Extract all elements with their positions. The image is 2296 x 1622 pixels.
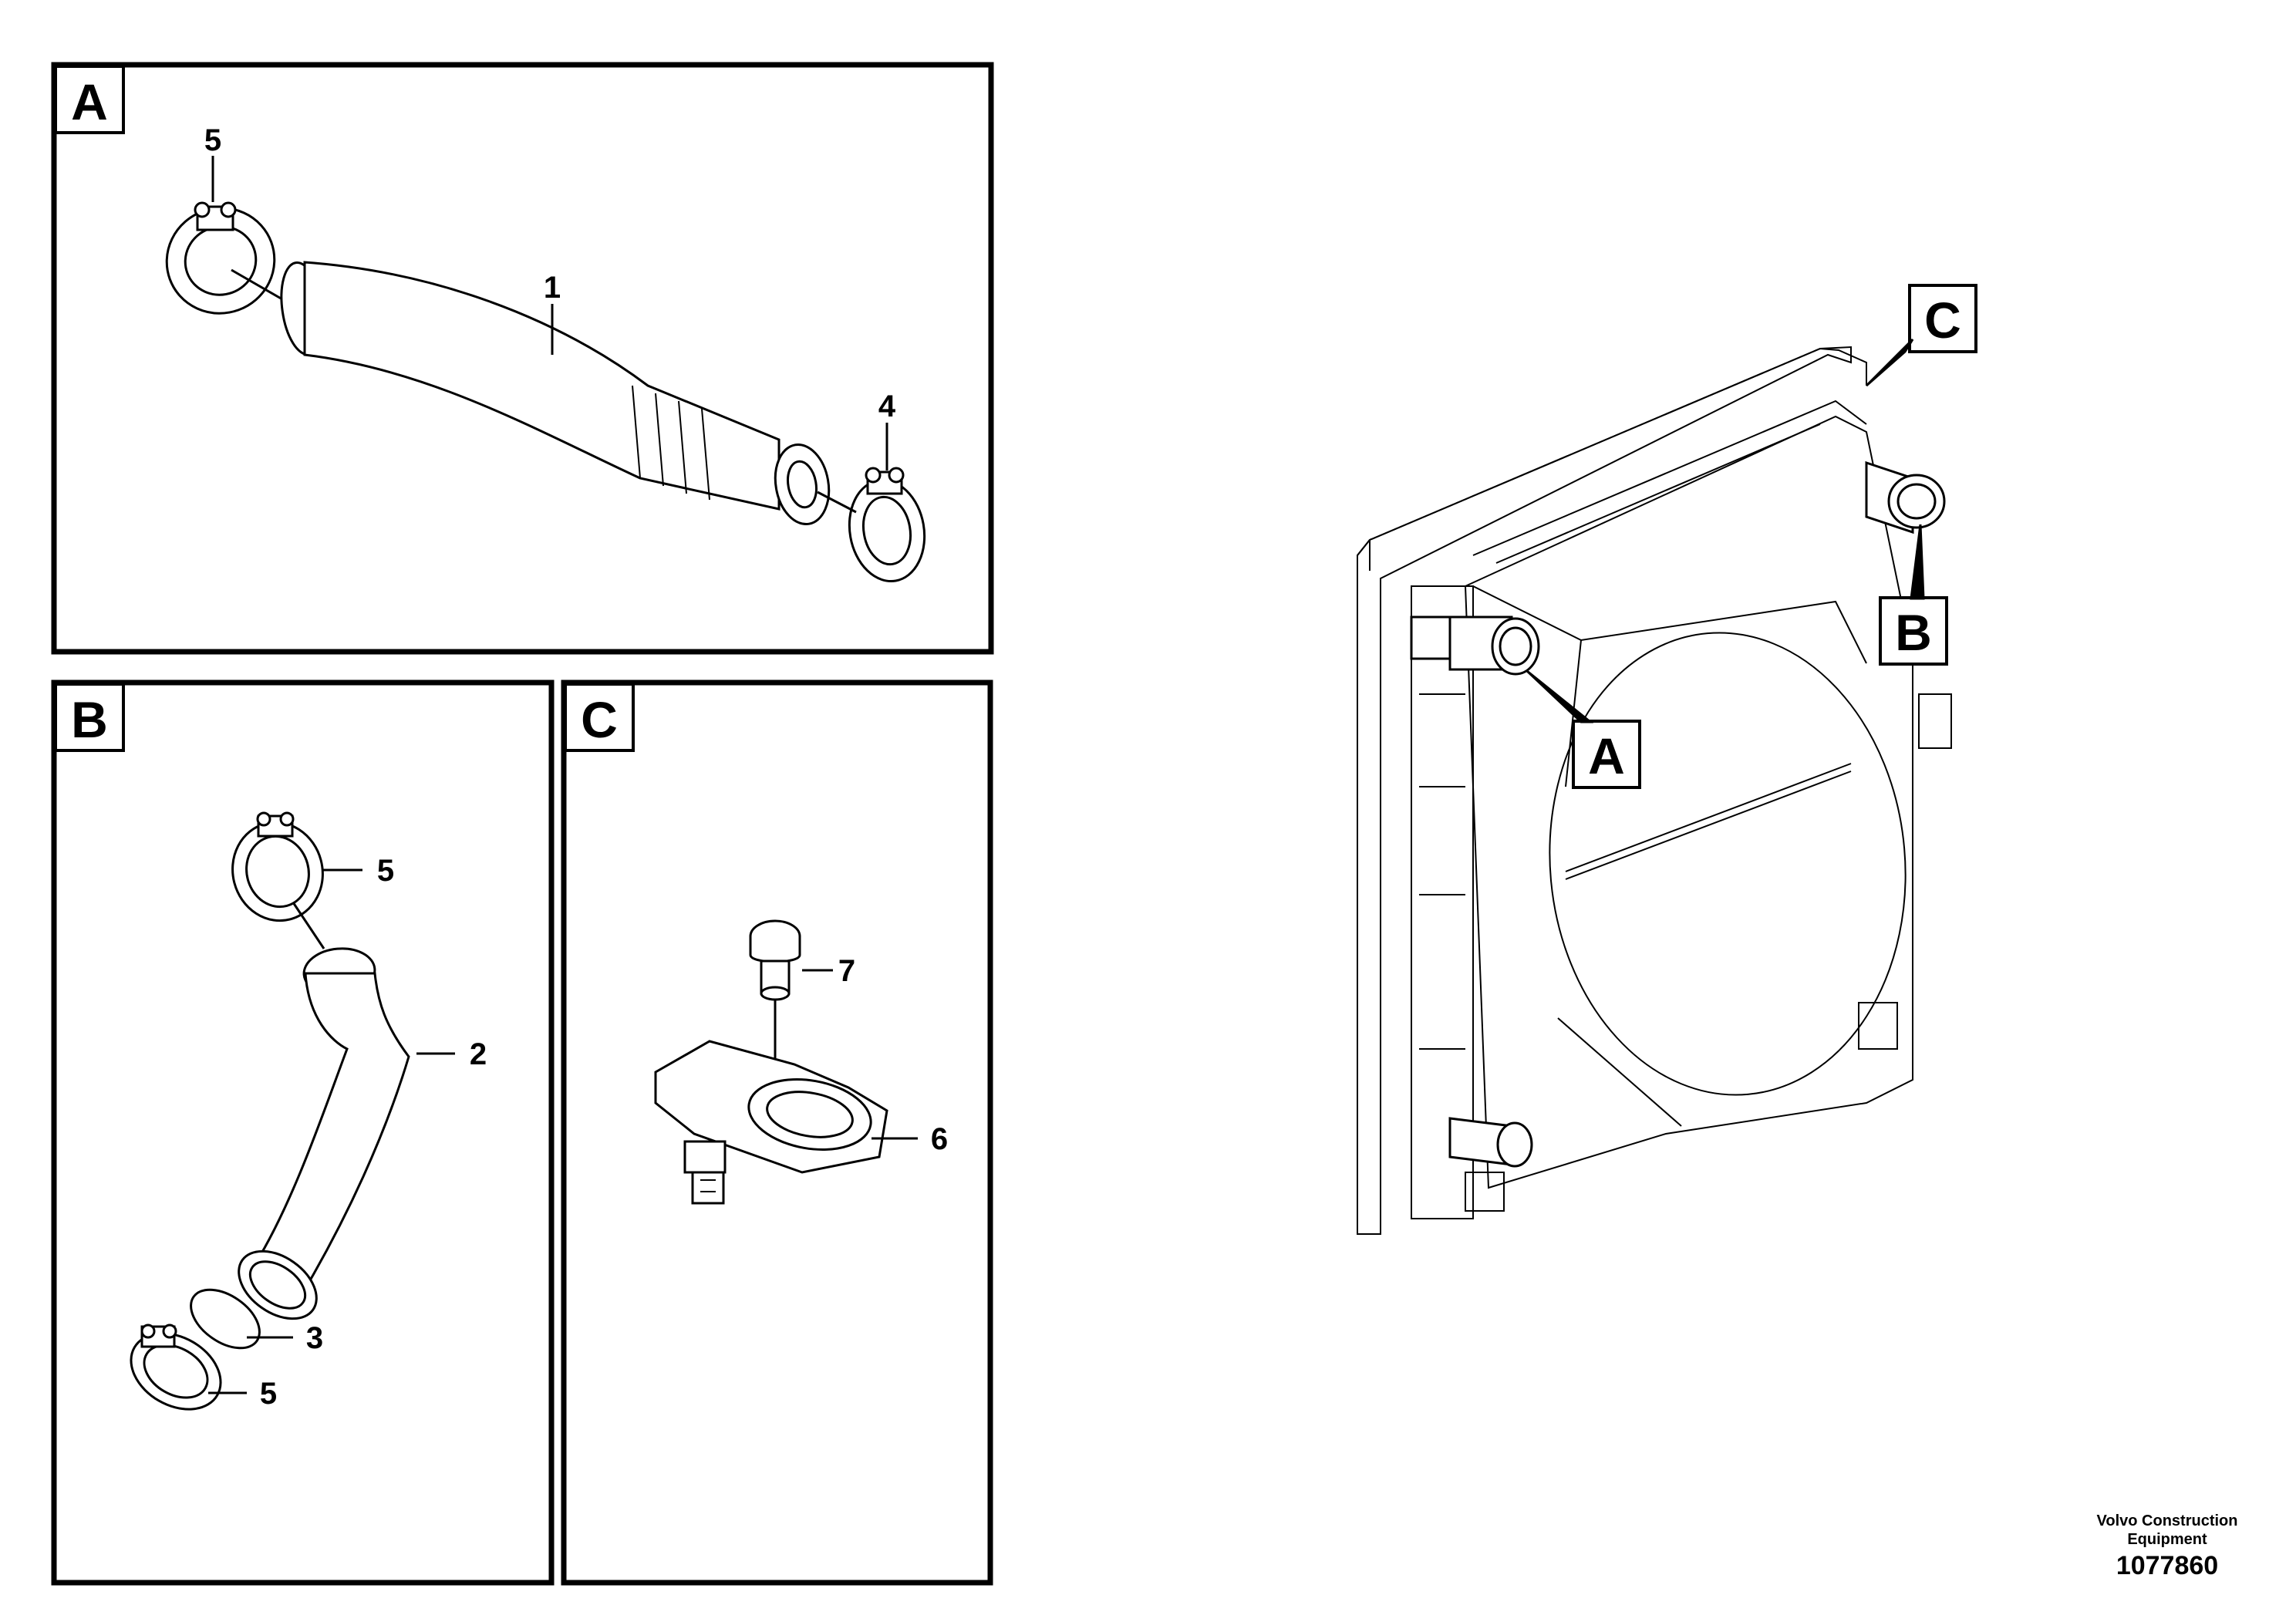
clamp-leader-a2 [817,491,857,514]
overview-marker-c-arrow [1865,338,1914,387]
screw-7 [749,919,801,1001]
overview-bracket-right [1918,693,1952,749]
panel-a-letter: A [71,73,108,130]
overview-fan-bar [1565,763,1852,880]
overview-marker-a-arrow [1526,669,1594,723]
footer-block: Volvo Construction Equipment 1077860 [2067,1512,2267,1583]
o-ring-3 [190,1288,261,1350]
clamp-5-upper-b [231,811,324,922]
company-name-line2: Equipment [2127,1531,2207,1548]
overview-shroud [1464,415,1913,1189]
callout-2: 2 [470,1037,487,1071]
overview-marker-a-box [1572,720,1641,789]
callout-5-b-lower: 5 [260,1377,277,1411]
panel-c-corner-box [564,683,635,752]
pipe-2 [238,947,410,1320]
callout-1: 1 [544,271,561,305]
overview-marker-c-box [1908,284,1977,353]
clamp-5-upper-a [165,201,276,315]
overview-marker-c: C [1924,292,1961,349]
clamp-4 [848,467,926,583]
panel-b: B 5 2 3 [51,679,555,1586]
overview-port-a [1410,615,1540,676]
overview-bracket-bottom [1465,1172,1505,1212]
cooler-overview: C B A [1357,284,1977,1235]
overview-port-b [1865,460,1946,534]
panel-a: A 5 1 4 [51,62,994,655]
overview-bracket-lower [1858,1002,1898,1050]
overview-fan-ring [1549,632,1907,1096]
callout-5-a: 5 [204,123,221,157]
overview-marker-b: B [1895,604,1932,661]
panel-a-corner-box [54,65,125,134]
panel-b-letter: B [71,691,108,748]
overview-marker-a: A [1588,727,1625,784]
overview-top-plate [1472,400,1867,564]
overview-lower-spout [1448,1117,1533,1168]
callout-3: 3 [306,1321,323,1355]
company-name-line1: Volvo Construction [2096,1512,2238,1529]
drawing-number: 1077860 [2116,1551,2219,1580]
callout-6: 6 [931,1122,948,1156]
panel-b-frame [51,679,555,1586]
panel-b-corner-box [54,683,125,752]
callout-4: 4 [878,389,896,423]
pipe-1 [280,261,831,526]
overview-side-tank [1411,585,1474,1219]
callout-5-b-upper: 5 [377,854,394,888]
panel-c: C 7 6 [561,679,993,1586]
sensor-6 [654,1040,888,1205]
panel-c-letter: C [581,691,618,748]
clamp-leader-a [231,268,283,301]
overview-frame-edge [1357,347,1867,571]
clamp-5-lower-b [130,1324,222,1411]
clamp-leader-b [292,902,325,949]
panel-c-frame [561,679,993,1586]
overview-frame-top [1357,346,1852,1235]
panel-a-frame [51,62,994,655]
overview-marker-b-arrow [1910,524,1925,600]
callout-7: 7 [838,954,855,988]
